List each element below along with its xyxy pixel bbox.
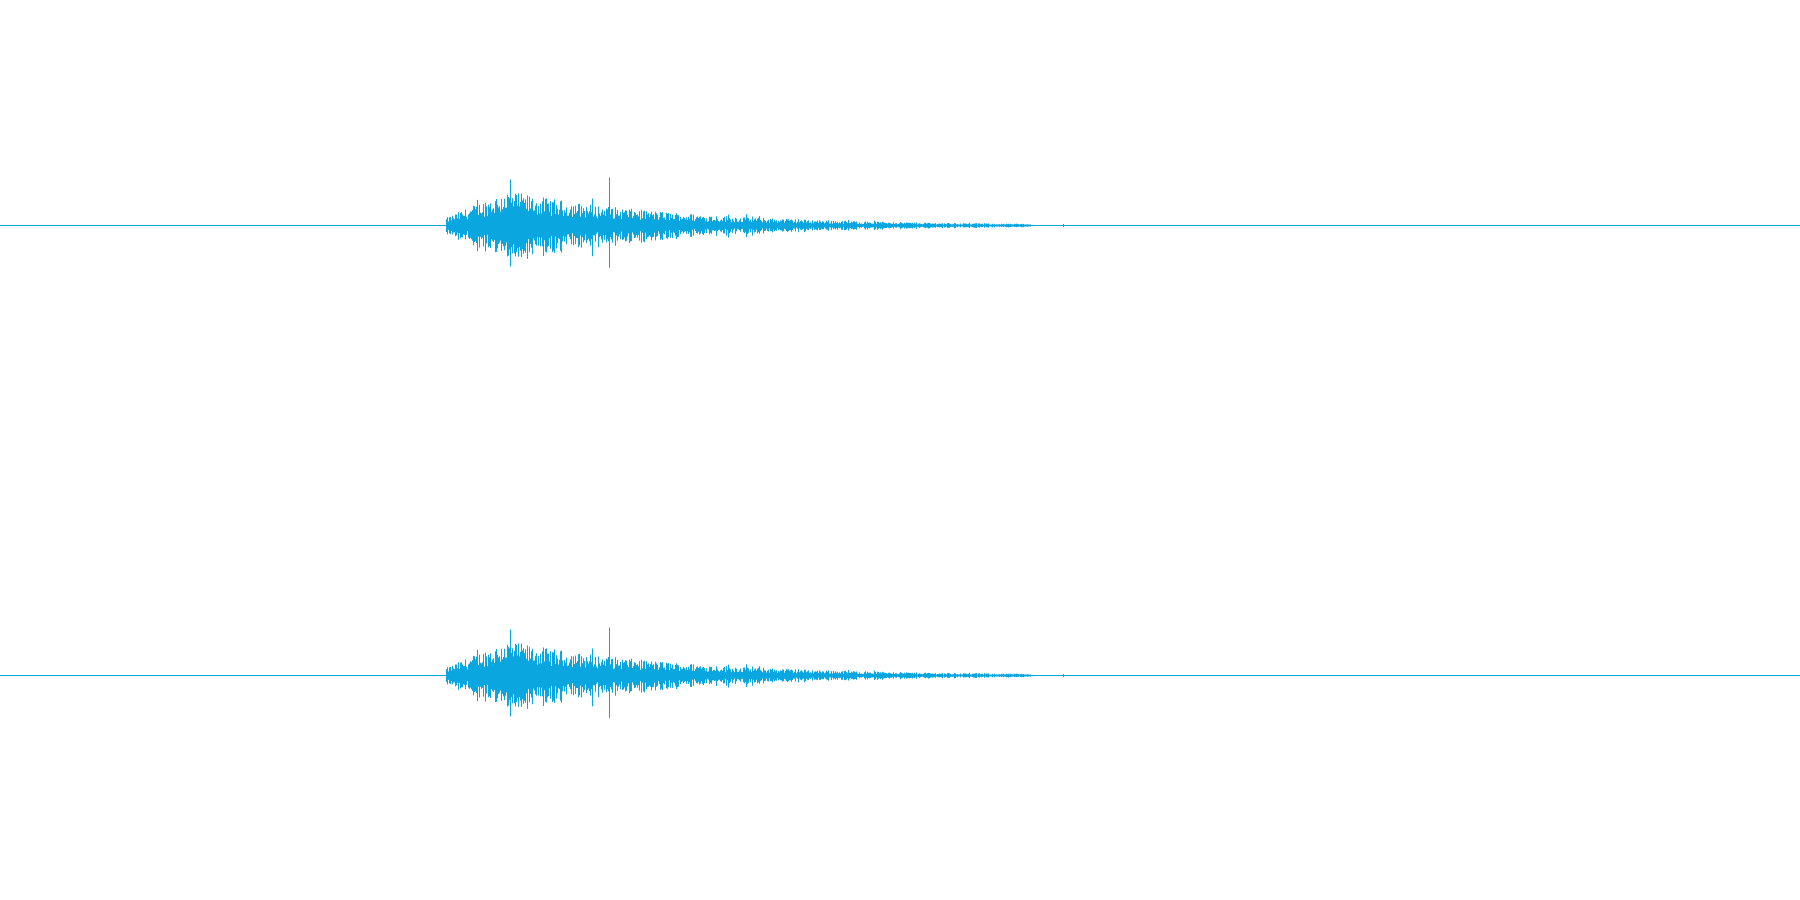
channel-track-1 — [0, 177, 1800, 268]
waveform-envelope — [446, 627, 1064, 718]
channel-track-2 — [0, 627, 1800, 718]
waveform-envelope — [446, 177, 1064, 268]
